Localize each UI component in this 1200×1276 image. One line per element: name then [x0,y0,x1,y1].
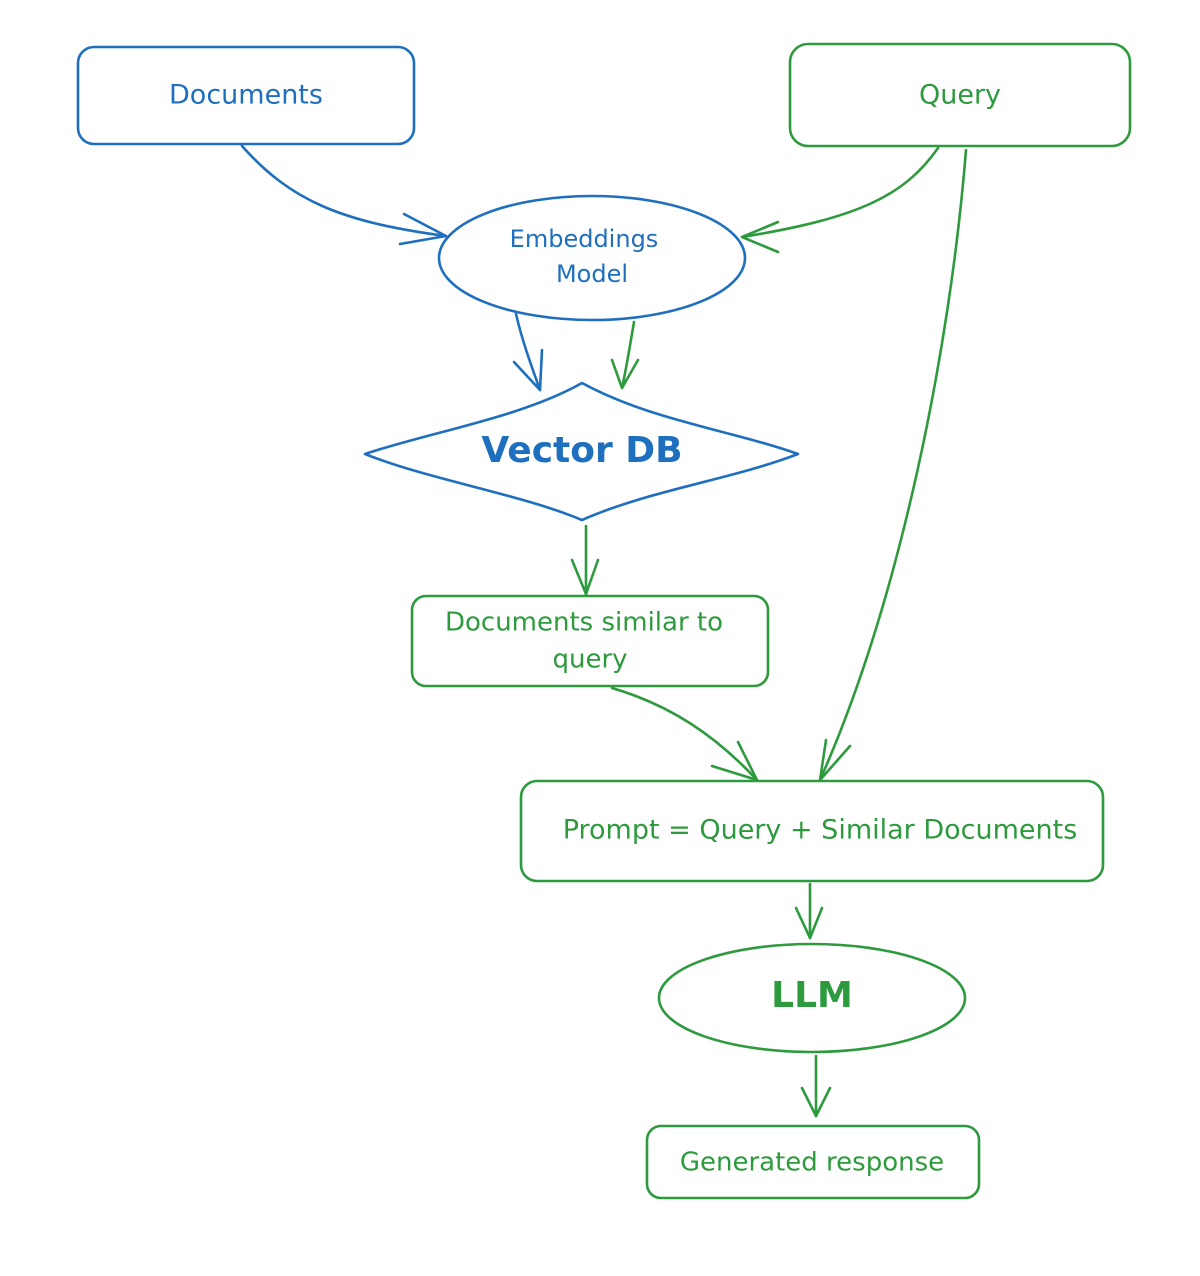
arrowhead-query-to-prompt [818,738,852,782]
edge-documents-to-embeddings-line [240,144,448,238]
arrowhead-query-to-embeddings [740,220,780,254]
node-vector-db: Vector DB [363,381,800,522]
arrowhead-documents-to-embeddings [398,212,448,246]
documents-label: Documents [169,80,323,111]
node-generated-response: Generated response [645,1124,981,1200]
edge-prompt-to-llm [794,882,824,940]
arrowhead-prompt-to-llm [794,906,824,940]
llm-ellipse [657,942,967,1054]
generated-response-box [645,1124,981,1200]
query-box [788,42,1132,148]
embeddings-model-label-line2: Model [556,260,628,288]
edge-query-to-embeddings-line [740,146,940,239]
embeddings-model-label-line1: Embeddings [510,225,659,253]
arrowhead-embeddings-to-vectordb-blue [512,348,544,392]
generated-response-label: Generated response [680,1148,944,1178]
edge-documents-to-embeddings [240,144,448,246]
edge-embeddings-to-vectordb-blue [512,312,544,392]
prompt-box [519,779,1105,883]
edge-vectordb-to-similar-docs [570,524,600,596]
similar-docs-label-line2: query [552,645,627,675]
similar-docs-label-line1: Documents similar to [445,608,723,638]
edge-similar-docs-to-prompt [610,686,759,782]
arrowhead-embeddings-to-vectordb-green [610,358,640,390]
similar-docs-box [410,594,770,688]
llm-label: LLM [771,975,853,1016]
edge-llm-to-generated-response [800,1054,832,1118]
edge-embeddings-to-vectordb-green-line [620,320,636,390]
arrowhead-similar-docs-to-prompt [710,740,759,782]
vector-db-diamond [363,381,800,522]
node-prompt: Prompt = Query + Similar Documents [519,779,1105,883]
node-similar-docs: Documents similar to query [410,594,770,688]
edge-similar-docs-to-prompt-line [610,686,759,782]
node-llm: LLM [657,942,967,1054]
edge-embeddings-to-vectordb-green [610,320,640,390]
arrowhead-llm-to-generated-response [800,1086,832,1118]
node-embeddings-model: Embeddings Model [437,194,747,322]
embeddings-model-ellipse [437,194,747,322]
vector-db-label: Vector DB [481,430,682,471]
query-label: Query [919,80,1001,111]
prompt-label: Prompt = Query + Similar Documents [563,815,1078,846]
edge-embeddings-to-vectordb-blue-line [514,312,542,392]
node-documents: Documents [76,45,416,146]
edge-query-to-prompt-line [818,148,968,782]
edge-query-to-embeddings [740,146,940,254]
edge-query-to-prompt [818,148,968,782]
node-query: Query [788,42,1132,148]
documents-box [76,45,416,146]
arrowhead-vectordb-to-similar-docs [570,558,600,596]
